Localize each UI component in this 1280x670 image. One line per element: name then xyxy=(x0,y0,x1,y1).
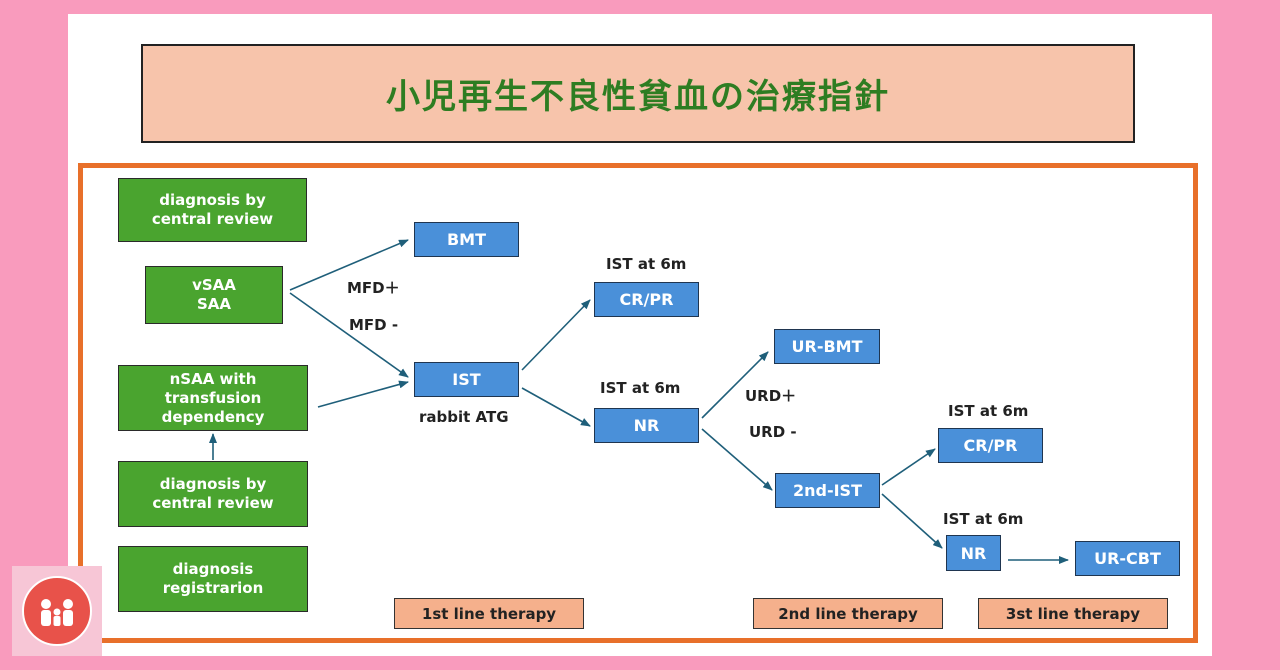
logo-emblem xyxy=(22,576,92,646)
label-rabbit-atg: rabbit ATG xyxy=(419,408,509,426)
label-mfd-minus: MFD - xyxy=(349,316,399,334)
arrow-saa-to-bmt xyxy=(289,239,409,291)
arrow-nsaa-to-ist xyxy=(317,380,409,408)
box-line: diagnosis by xyxy=(159,475,267,493)
diagnosis-central-review-top: diagnosis by central review xyxy=(118,178,307,242)
arrow-2ndist-to-crpr xyxy=(881,448,936,486)
box-line: diagnosis xyxy=(172,560,254,578)
node-nr-2: NR xyxy=(946,535,1001,571)
diagnosis-registration-box: diagnosis registrarion xyxy=(118,546,308,612)
box-line: registrarion xyxy=(162,579,264,597)
node-bmt: BMT xyxy=(414,222,519,257)
page-title: 小児再生不良性貧血の治療指針 xyxy=(386,77,890,117)
label-mfd-plus: MFD＋ xyxy=(347,279,400,297)
box-line: nSAA with xyxy=(169,369,257,388)
label-ist-6m-d: IST at 6m xyxy=(943,510,1024,528)
node-ist: IST xyxy=(414,362,519,397)
box-line: dependency xyxy=(161,407,265,426)
first-line-therapy: 1st line therapy xyxy=(394,598,584,629)
box-line: central review xyxy=(152,494,274,512)
arrow-2ndist-to-nr xyxy=(881,493,943,549)
node-nr-1: NR xyxy=(594,408,699,443)
node-cr-pr-2: CR/PR xyxy=(938,428,1043,463)
box-line: diagnosis by xyxy=(159,191,266,209)
label-ist-6m-a: IST at 6m xyxy=(606,255,687,273)
label-urd-plus: URD＋ xyxy=(745,387,797,405)
box-line: vSAA xyxy=(192,276,236,294)
node-2nd-ist: 2nd-IST xyxy=(775,473,880,508)
node-ur-bmt: UR-BMT xyxy=(774,329,880,364)
arrow-nr-to-2ndist xyxy=(701,428,773,491)
saa-box: vSAA SAA xyxy=(145,266,283,324)
box-line: SAA xyxy=(196,295,232,313)
site-logo xyxy=(12,566,102,656)
nsaa-box: nSAA with transfusion dependency xyxy=(118,365,308,431)
diagram-frame xyxy=(78,163,1198,643)
arrow-ist-to-nr xyxy=(521,387,591,427)
second-line-therapy: 2nd line therapy xyxy=(753,598,943,629)
node-ur-cbt: UR-CBT xyxy=(1075,541,1180,576)
arrow-ist-to-crpr xyxy=(521,299,591,371)
node-cr-pr-1: CR/PR xyxy=(594,282,699,317)
box-line: transfusion xyxy=(164,388,262,407)
label-ist-6m-b: IST at 6m xyxy=(600,379,681,397)
arrow-saa-to-ist xyxy=(289,292,409,378)
box-line: central review xyxy=(151,210,274,228)
title-banner: 小児再生不良性貧血の治療指針 xyxy=(141,44,1135,143)
diagnosis-central-review-bottom: diagnosis by central review xyxy=(118,461,308,527)
label-urd-minus: URD - xyxy=(749,423,797,441)
family-icon xyxy=(41,599,73,626)
label-ist-6m-c: IST at 6m xyxy=(948,402,1029,420)
third-line-therapy: 3st line therapy xyxy=(978,598,1168,629)
arrow-nr-to-urbmt xyxy=(701,351,769,419)
